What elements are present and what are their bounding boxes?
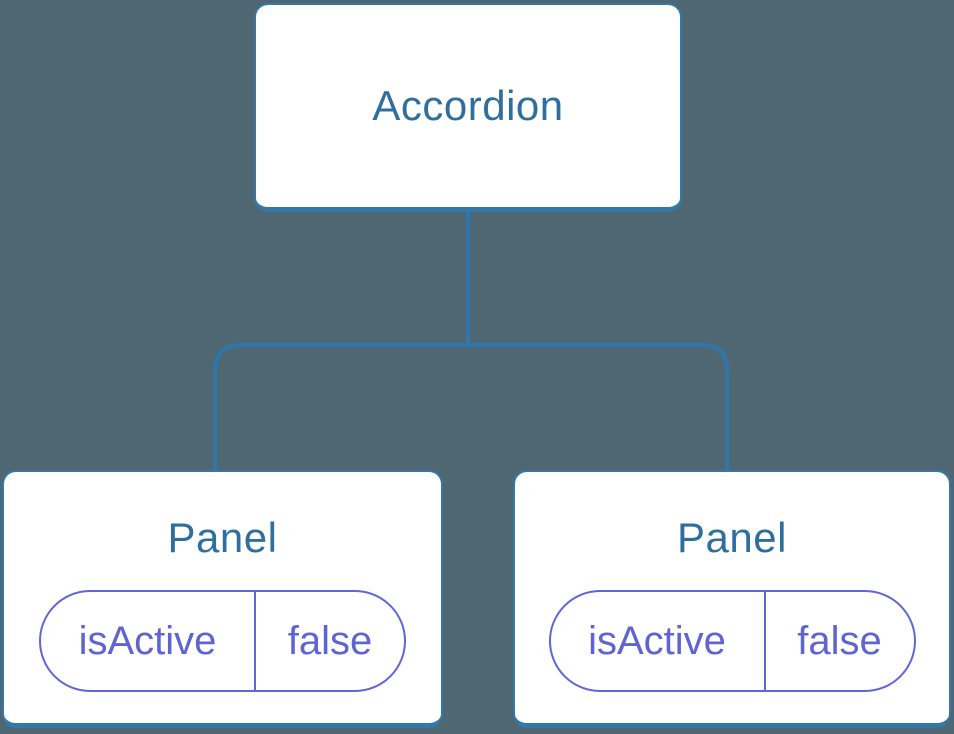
panel-right-state-pill: isActive false [548,590,916,692]
panel-left-label: Panel [167,514,278,561]
state-value-label: false [797,618,882,663]
node-accordion: Accordion [254,3,682,212]
state-key-label: isActive [41,592,256,690]
node-panel-right: Panel isActive false [513,470,951,728]
panel-right-label: Panel [677,514,787,561]
branch-bracket-line [213,343,729,472]
state-key-label: isActive [551,592,766,690]
panel-left-state-pill: isActive false [39,590,406,692]
state-value-label: false [287,618,373,663]
accordion-node-label: Accordion [372,82,564,129]
node-panel-left: Panel isActive false [2,470,443,728]
